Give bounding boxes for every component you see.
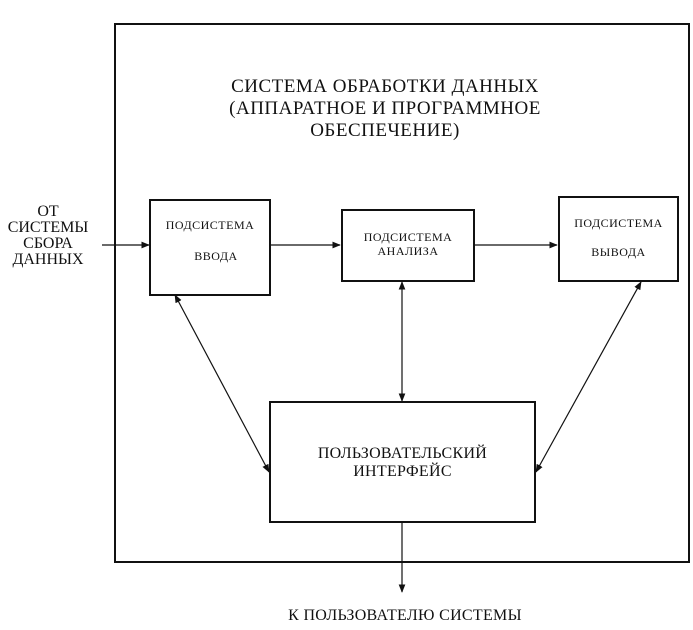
analysis-subsystem-block: ПОДСИСТЕМА АНАЛИЗА [341,209,475,282]
data-source-line3: СБОРА [23,235,73,252]
user-interface-label-2: ИНТЕРФЕЙС [353,463,452,480]
analysis-subsystem-label-1: ПОДСИСТЕМА [363,230,453,244]
data-source-line1: ОТ [37,203,59,220]
analysis-subsystem-label-2: АНАЛИЗА [377,244,439,258]
system-title: СИСТЕМА ОБРАБОТКИ ДАННЫХ (АППАРАТНОЕ И П… [190,76,580,142]
input-subsystem-label-1: ПОДСИСТЕМА [165,218,255,232]
user-interface-block: ПОЛЬЗОВАТЕЛЬСКИЙ ИНТЕРФЕЙС [269,401,536,523]
input-subsystem-label-2: ВВОДА [194,249,238,263]
system-title-line1: СИСТЕМА ОБРАБОТКИ ДАННЫХ [231,76,539,97]
user-interface-label-1: ПОЛЬЗОВАТЕЛЬСКИЙ [317,445,488,462]
system-title-line2: (АППАРАТНОЕ И ПРОГРАММНОЕ [229,97,541,119]
output-target-label: К ПОЛЬЗОВАТЕЛЮ СИСТЕМЫ [288,607,522,624]
input-subsystem-block: ПОДСИСТЕМА ВВОДА [149,199,271,296]
data-source-label: ОТ СИСТЕМЫ СБОРА ДАННЫХ [0,204,96,268]
arrow-output-interface [535,281,642,473]
data-source-line4: ДАННЫХ [12,251,84,268]
arrow-input-interface [174,294,270,473]
output-subsystem-block: ПОДСИСТЕМА ВЫВОДА [558,196,679,282]
system-title-line3: ОБЕСПЕЧЕНИЕ) [310,119,460,141]
output-subsystem-label-2: ВЫВОДА [591,245,646,259]
output-subsystem-label-1: ПОДСИСТЕМА [574,216,663,230]
data-source-line2: СИСТЕМЫ [7,219,89,236]
